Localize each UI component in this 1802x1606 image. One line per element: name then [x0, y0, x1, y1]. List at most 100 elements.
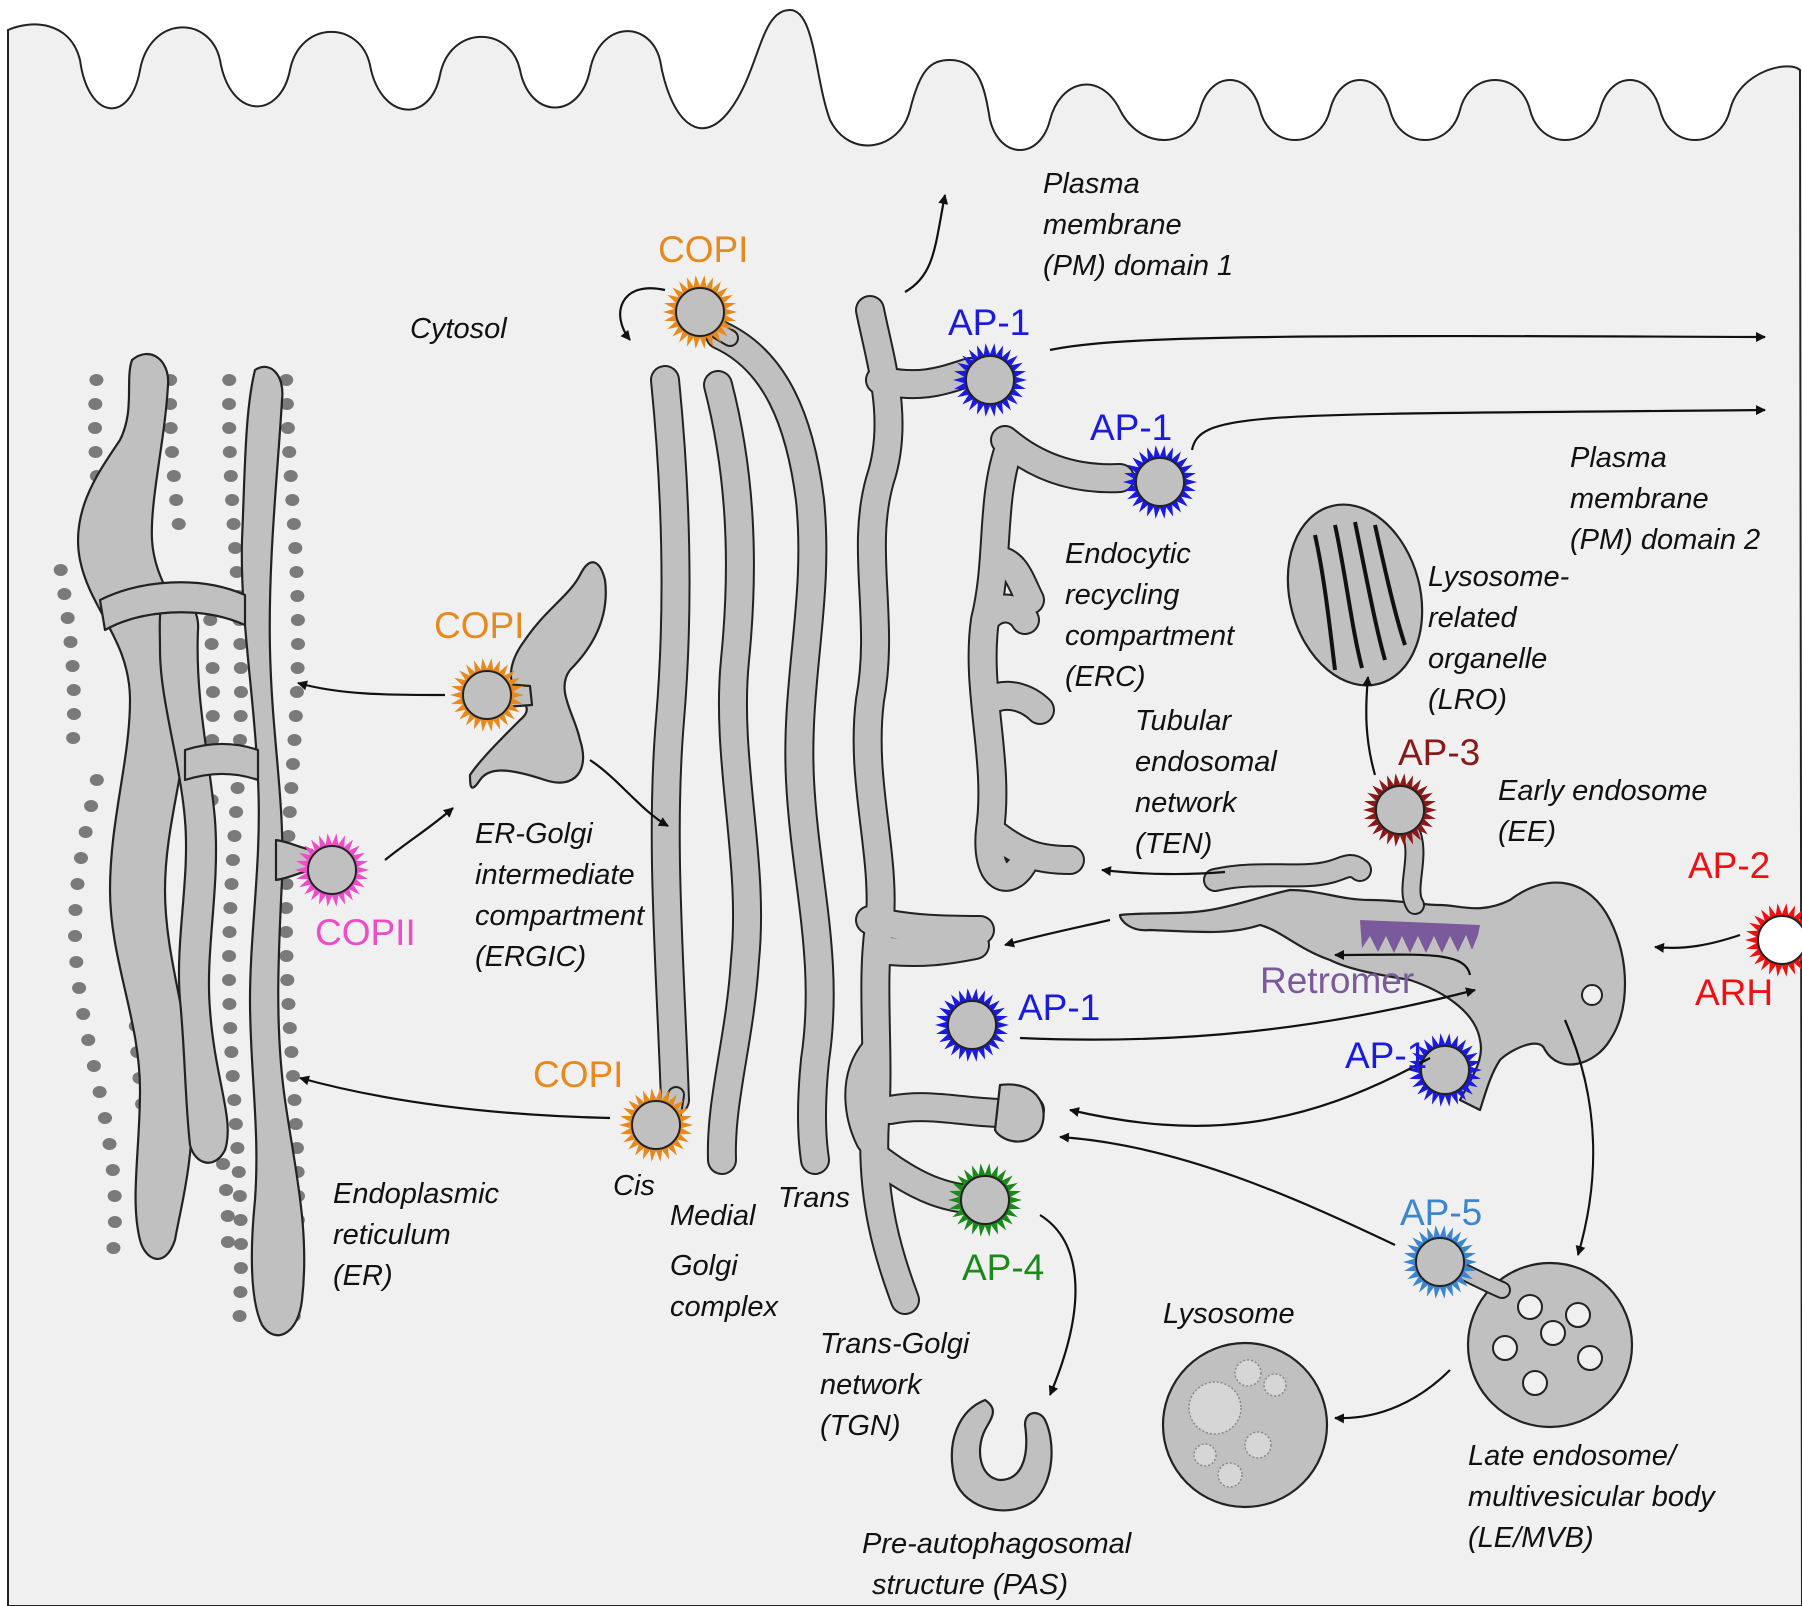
arrow-ee-to-erc	[1101, 866, 1226, 877]
ribosome-dot	[171, 518, 186, 530]
label-ap1-tgn-top: AP-1	[948, 302, 1030, 343]
lysosome-inclusion	[1188, 1381, 1242, 1435]
label-ergic: ER-Golgi intermediate compartment (ERGIC…	[475, 818, 652, 973]
ribosome-dot	[74, 852, 89, 864]
ribosome-dot	[281, 830, 296, 842]
ribosome-dot	[287, 734, 302, 746]
lysosome-inclusion	[1193, 1443, 1217, 1467]
ribosome-dot	[228, 1118, 243, 1130]
ribosome-dot	[230, 782, 245, 794]
ribosome-dot	[222, 974, 237, 986]
er-sheet-right	[240, 365, 306, 1337]
intraluminal-vesicle	[1577, 1345, 1603, 1371]
early-endosome	[1118, 881, 1627, 1112]
lro	[1286, 503, 1424, 687]
ribosome-dot	[290, 590, 305, 602]
ribosome-dot	[89, 774, 104, 786]
er-bridge-2	[183, 742, 260, 782]
golgi-cis-cisterna	[650, 365, 691, 1115]
ribosome-dot	[224, 1046, 239, 1058]
ribosome-dot	[203, 614, 218, 626]
arrow-ee-to-tgn	[1004, 918, 1111, 948]
ribosome-dot	[68, 930, 83, 942]
label-cis: Cis	[613, 1170, 655, 1202]
lysosome-inclusion	[1217, 1462, 1243, 1488]
ribosome-dot	[289, 686, 304, 698]
ribosome-dot	[78, 826, 93, 838]
arrow-retromer	[1334, 949, 1472, 976]
ribosome-dot	[232, 734, 247, 746]
label-pm-domain1: Plasma membrane (PM) domain 1	[1043, 168, 1233, 282]
ribosome-dot	[228, 542, 243, 554]
arrow-tgn-ap1-to-ee	[1019, 987, 1476, 1041]
label-copi-cis: COPI	[533, 1054, 623, 1095]
organelle-labels: Plasma membrane (PM) domain 1 Cytosol Pl…	[333, 168, 1760, 1601]
ribosome-dot	[70, 878, 85, 890]
ribosome-dot	[279, 950, 294, 962]
ribosome-dot	[279, 926, 294, 938]
ribosome-dot	[233, 662, 248, 674]
ribosome-dot	[233, 1238, 248, 1250]
intraluminal-vesicle	[1540, 1320, 1566, 1346]
ribosome-dot	[279, 902, 294, 914]
ribosome-dot	[231, 1166, 246, 1178]
ribosome-dot	[72, 982, 87, 994]
copi-vesicle-ergic	[450, 658, 524, 732]
ribosome-dot	[86, 1060, 101, 1072]
ap2-vesicle	[1745, 903, 1802, 977]
ribosome-dot	[105, 1164, 120, 1176]
ribosome-dot	[290, 614, 305, 626]
ribosome-dot	[281, 998, 296, 1010]
ribosome-dot	[164, 446, 179, 458]
ribosome-dot	[282, 446, 297, 458]
ribosome-dot	[223, 470, 238, 482]
ribosome-dot	[89, 374, 104, 386]
arrow-copii-to-ergic	[384, 807, 454, 861]
intraluminal-vesicle	[1565, 1302, 1591, 1328]
arrow-ee-ap1-to-tgn	[1069, 1057, 1431, 1127]
ap4-vesicle	[948, 1163, 1022, 1237]
label-lysosome: Lysosome	[1163, 1298, 1295, 1330]
ribosome-dot	[279, 398, 294, 410]
label-le-mvb: Late endosome/ multivesicular body (LE/M…	[1468, 1440, 1723, 1554]
ribosome-dot	[97, 1112, 112, 1124]
intraluminal-vesicle	[1517, 1294, 1543, 1320]
ribosome-dot	[286, 518, 301, 530]
ap5-vesicle	[1403, 1225, 1477, 1299]
ribosome-dot	[204, 638, 219, 650]
ee-internal-bud	[1581, 984, 1603, 1006]
arrow-mvb-to-lysosome	[1334, 1369, 1451, 1424]
er-bridge-1	[98, 581, 247, 632]
coat-labels: COPI COPI COPI COPII AP-1 AP-1 AP-1 AP-1…	[315, 229, 1773, 1288]
ribosome-dot	[229, 806, 244, 818]
ribosome-dot	[222, 398, 236, 410]
arrows	[297, 194, 1766, 1424]
ribosome-dot	[220, 1210, 235, 1222]
ribosome-dot	[233, 1286, 248, 1298]
ribosome-dot	[106, 1242, 121, 1254]
ribosome-dot	[102, 1138, 117, 1150]
ribosome-dot	[169, 494, 184, 506]
ribosome-dot	[283, 470, 298, 482]
ribosome-dot	[57, 588, 72, 600]
ribosome-dot	[225, 854, 240, 866]
intraluminal-vesicle	[1492, 1335, 1518, 1361]
ribosome-dot	[66, 708, 81, 720]
label-ap5: AP-5	[1400, 1192, 1482, 1233]
label-ten: Tubular endosomal network (TEN)	[1135, 705, 1285, 860]
ribosome-dot	[233, 1214, 248, 1226]
ribosome-dot	[233, 686, 248, 698]
arrow-ergic-to-er	[297, 680, 446, 697]
arrow-tgn-to-pm1	[904, 194, 949, 293]
ribosome-dot	[227, 830, 242, 842]
ap1-vesicle-tgn-top	[953, 343, 1027, 417]
ergic	[468, 561, 607, 789]
ribosome-dot	[205, 710, 220, 722]
ribosome-dot	[230, 1142, 245, 1154]
arrow-ap1-erc-to-pm2	[1190, 405, 1766, 451]
arrow-copi-loop	[619, 287, 666, 341]
pas	[950, 1398, 1053, 1512]
tgn	[844, 295, 1045, 1315]
arrow-ap1-to-pm2-top	[1049, 331, 1766, 352]
